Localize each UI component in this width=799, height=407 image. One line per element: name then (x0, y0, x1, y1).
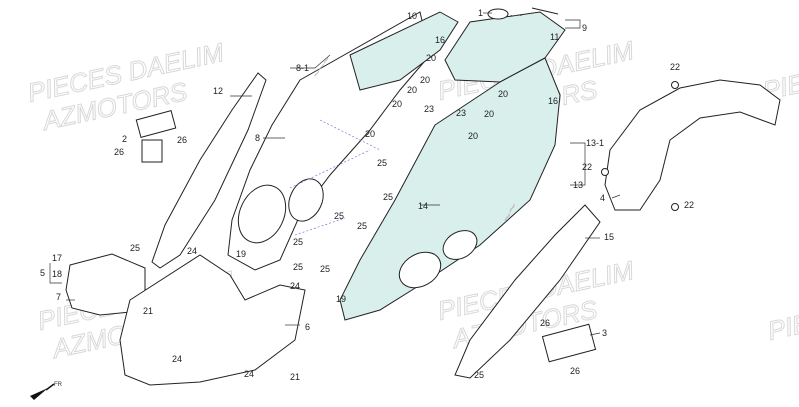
callout-label: 20 (365, 129, 375, 139)
callout-label: 8 (255, 133, 260, 143)
callout-label: 26 (177, 135, 187, 145)
part-15-lower-strip (454, 204, 601, 379)
callout-label: 7 (56, 292, 61, 302)
callout-label: 25 (130, 243, 140, 253)
part-6-floor-panel (119, 254, 306, 386)
callout-label: 23 (456, 108, 466, 118)
leader-lines (49, 12, 621, 336)
callout-label: 19 (336, 294, 346, 304)
callout-label: 10 (407, 11, 417, 21)
callout-label: 24 (244, 369, 254, 379)
callout-label: 25 (334, 211, 344, 221)
callout-label: 25 (293, 262, 303, 272)
callout-label: 20 (407, 85, 417, 95)
callout-label: 20 (420, 75, 430, 85)
callout-label: 26 (570, 366, 580, 376)
part-1-cap (487, 8, 509, 20)
part-12-side-strip (151, 72, 267, 269)
callout-label: 8-1 (296, 63, 309, 73)
callout-label: 20 (484, 109, 494, 119)
callout-label: 22 (582, 162, 592, 172)
callout-label: 21 (290, 372, 300, 382)
decal-top: ~~~ (510, 13, 522, 20)
part-22-grommet (671, 81, 679, 89)
callout-label: 14 (418, 201, 428, 211)
callout-label: 24 (172, 354, 182, 364)
left-cover-opening-1 (237, 184, 287, 244)
part-11-top-cover (444, 11, 566, 83)
callout-label: 24 (187, 246, 197, 256)
callout-label: 5 (40, 268, 45, 278)
callout-label: 13-1 (586, 138, 604, 148)
callout-label: 25 (357, 221, 367, 231)
callout-label: 24 (290, 281, 300, 291)
callout-label: 22 (684, 200, 694, 210)
part-4-rear-fender (604, 79, 781, 211)
part-2-stay (141, 139, 163, 163)
part-2-bracket (135, 110, 177, 138)
right-cover-opening-2 (442, 230, 478, 260)
callout-label: 13 (573, 180, 583, 190)
callout-label: 11 (550, 32, 559, 42)
callout-label: 25 (293, 237, 303, 247)
part-3-bracket (541, 323, 597, 363)
callout-label: 20 (468, 131, 478, 141)
callout-label: 23 (424, 104, 434, 114)
part-10-tinted-insert (349, 11, 459, 91)
part-13-right-side-cover (339, 57, 561, 321)
callout-label: 25 (377, 158, 387, 168)
callout-label: 26 (114, 147, 124, 157)
direction-label: FR (54, 382, 63, 388)
part-9-decal (531, 7, 559, 15)
callout-label: 26 (540, 318, 550, 328)
callout-label: 12 (213, 86, 223, 96)
front-direction-indicator: FR (30, 382, 63, 400)
callout-label: 4 (600, 193, 605, 203)
watermark-text: PIECES DAELIM (765, 275, 799, 346)
callout-label: 9 (582, 23, 587, 33)
callout-label: 3 (602, 328, 607, 338)
callout-label: 19 (236, 249, 246, 259)
part-22-grommet (671, 203, 679, 211)
left-cover-opening-2 (288, 178, 324, 222)
right-cover-opening-1 (398, 251, 442, 289)
callout-labels: 1 2 3 4 5 6 7 8 8-1 9 10 11 12 13 13-1 1… (40, 8, 694, 382)
callout-label: 6 (305, 322, 310, 332)
reference-lines (289, 119, 381, 236)
callout-label: 22 (670, 62, 680, 72)
callout-label: 25 (474, 370, 484, 380)
part-22-grommet (601, 168, 609, 176)
callout-label: 2 (122, 134, 127, 144)
callout-label: 16 (548, 96, 558, 106)
callout-label: 20 (498, 89, 508, 99)
callout-label: 25 (320, 264, 330, 274)
callout-label: 18 (52, 269, 62, 279)
callout-label: 16 (435, 35, 445, 45)
callout-label: 25 (383, 192, 393, 202)
callout-label: 21 (143, 306, 153, 316)
arrow-icon (30, 388, 48, 400)
callout-label: 17 (52, 253, 62, 263)
callout-label: 15 (604, 232, 614, 242)
callout-label: 20 (426, 53, 436, 63)
callout-label: 1 (478, 8, 483, 18)
callout-label: 20 (392, 99, 402, 109)
